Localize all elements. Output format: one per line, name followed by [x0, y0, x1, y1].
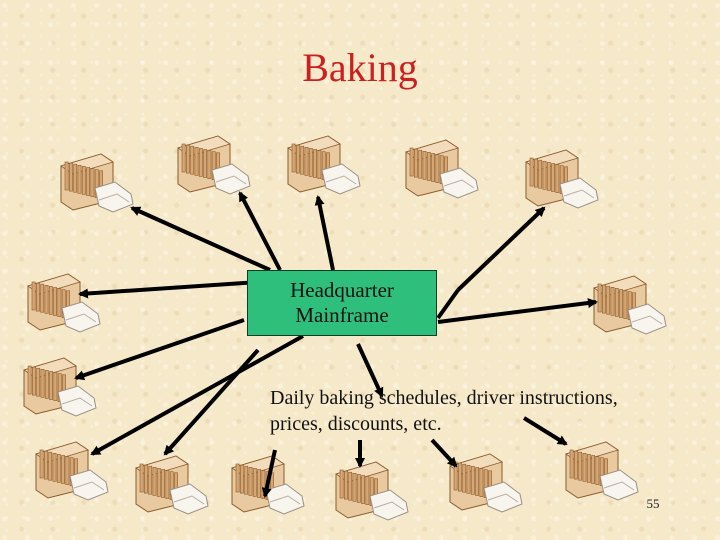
computer-terminal-icon: [172, 130, 256, 200]
computer-terminal-icon: [560, 436, 644, 506]
arrow-line: [356, 343, 384, 398]
computer-terminal-icon: [330, 456, 414, 526]
arrow-line: [130, 206, 271, 272]
computer-terminal-icon: [130, 450, 214, 520]
computer-terminal-icon: [444, 448, 528, 518]
caption-line1: Daily baking schedules, driver instructi…: [270, 387, 618, 409]
arrow-line: [90, 334, 304, 456]
computer-terminal-icon: [588, 270, 672, 340]
hq-label-line1: Headquarter: [290, 278, 394, 302]
caption-line2: prices, discounts, etc.: [270, 413, 442, 435]
computer-terminal-icon: [18, 352, 102, 422]
computer-terminal-icon: [520, 144, 604, 214]
arrow-line: [436, 288, 460, 320]
computer-terminal-icon: [55, 148, 139, 218]
computer-terminal-icon: [22, 268, 106, 338]
arrow-line: [74, 318, 245, 381]
arrow-line: [314, 195, 335, 271]
arrow-line: [163, 348, 260, 456]
computer-terminal-icon: [400, 134, 484, 204]
computer-terminal-icon: [30, 436, 114, 506]
headquarter-mainframe-box: Headquarter Mainframe: [247, 270, 437, 336]
arrow-line: [456, 206, 546, 292]
arrow-line: [437, 298, 598, 324]
computer-terminal-icon: [282, 130, 366, 200]
arrow-line: [261, 449, 277, 498]
hq-label-line2: Mainframe: [295, 303, 389, 327]
page-number: 55: [646, 496, 660, 511]
slide-title: Baking: [302, 45, 418, 90]
arrow-line: [238, 191, 282, 271]
arrow-line: [522, 416, 568, 446]
arrow-line: [78, 280, 259, 299]
caption: Daily baking schedules, driver instructi…: [270, 385, 710, 437]
arrow-line: [430, 438, 458, 468]
